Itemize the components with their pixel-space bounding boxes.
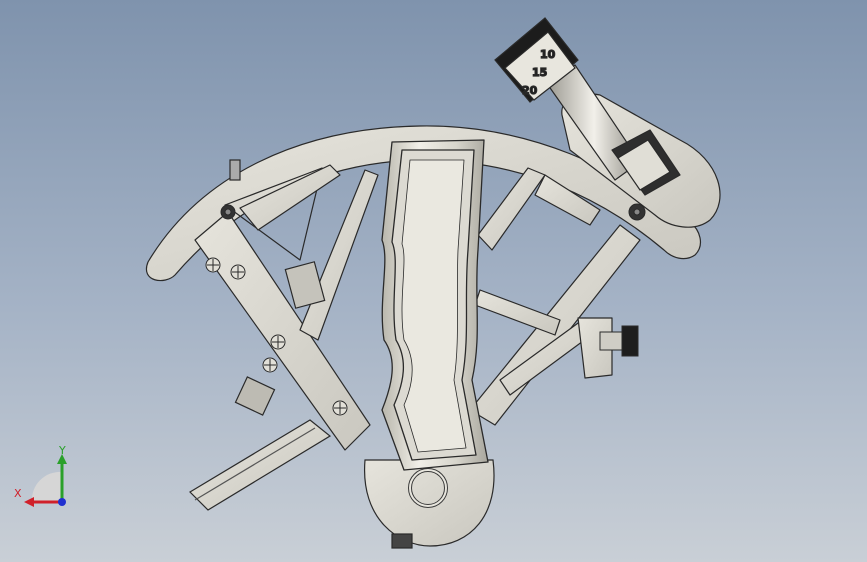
screw-6 (220, 204, 236, 220)
adjustment-knob[interactable] (599, 325, 639, 357)
sextant-handle[interactable] (381, 139, 489, 471)
screw-7 (628, 203, 646, 221)
x-axis-label: X (14, 487, 22, 500)
screw-4 (262, 357, 278, 373)
mirror-shades[interactable] (189, 159, 332, 511)
axis-triad: Y X (14, 444, 67, 507)
screws (205, 203, 646, 416)
screw-5 (332, 400, 348, 416)
z-axis-dot (58, 498, 66, 506)
screw-3 (270, 334, 286, 350)
drum-number-3: 20 (522, 84, 538, 97)
screw-2 (230, 264, 246, 280)
drum-number-2: 15 (532, 66, 547, 79)
micrometer-drum[interactable]: 10 15 20 (494, 17, 579, 103)
y-axis-label: Y (58, 444, 66, 457)
telescope[interactable] (547, 64, 721, 228)
screw-1 (205, 257, 221, 273)
drum-number-1: 10 (540, 48, 556, 61)
pivot-hub (364, 459, 495, 549)
